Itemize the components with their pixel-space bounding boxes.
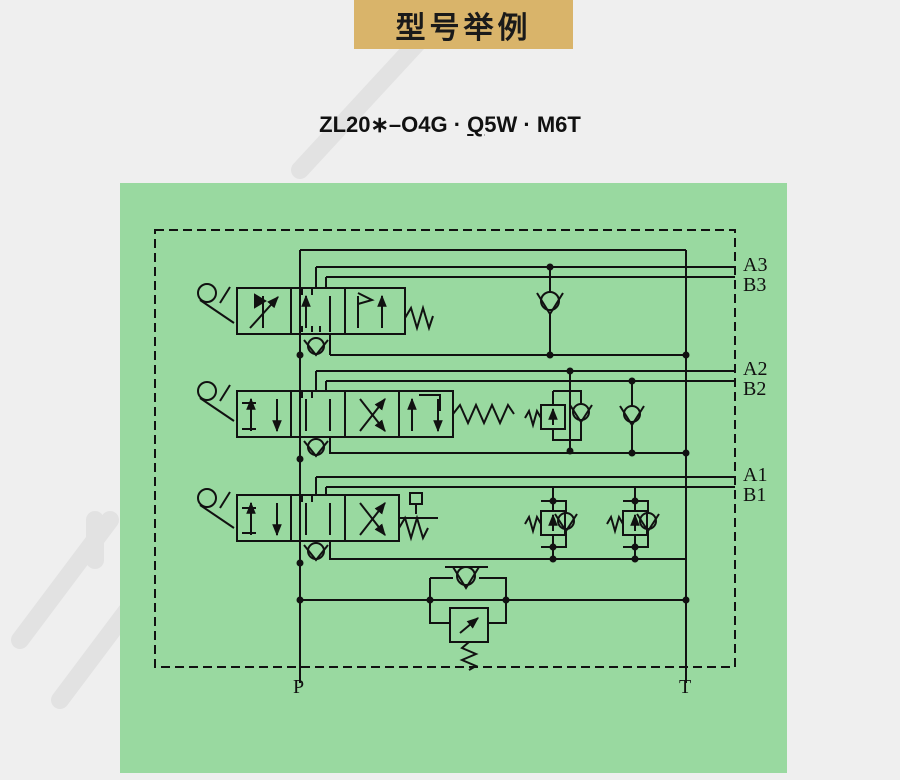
detent-1-icon — [409, 492, 423, 505]
check-valve-3b-icon — [540, 291, 560, 311]
model-underlined: Q — [467, 112, 485, 137]
check-valve-1a-icon — [307, 542, 325, 560]
inlet-relief-section — [429, 566, 507, 671]
handle-3-icon — [197, 283, 217, 303]
handle-1-icon — [197, 488, 217, 508]
model-prefix: ZL20 — [319, 112, 371, 137]
spool-2-box-4 — [398, 390, 454, 438]
check-valve-2c-icon — [623, 405, 641, 423]
model-seg2: 5W · M6T — [484, 112, 581, 137]
spring-1-icon — [398, 514, 429, 542]
port-label-a2: A2 — [743, 358, 767, 380]
port-label-b2: B2 — [743, 378, 766, 400]
junction-dots — [296, 263, 690, 604]
title-banner: 型号举例 — [354, 0, 573, 49]
spool-1-box-3 — [344, 494, 400, 542]
spool-3-box-3 — [344, 287, 406, 335]
model-code: ZL20∗–O4G · Q5W · M6T — [0, 112, 900, 138]
model-seg1: –O4G · — [388, 112, 468, 137]
hydraulic-schematic: A3 B3 A2 B2 A1 B1 P T — [154, 229, 767, 698]
model-asterisk: ∗ — [370, 112, 389, 137]
spring-3-icon — [404, 304, 434, 332]
valve-housing-outline — [154, 229, 736, 668]
section-1 — [197, 488, 660, 562]
port-label-p: P — [293, 676, 304, 698]
port-label-a3: A3 — [743, 254, 767, 276]
handle-2-icon — [197, 381, 217, 401]
page-title: 型号举例 — [395, 10, 532, 46]
spool-2-box-1 — [236, 390, 292, 438]
check-valve-3a-icon — [307, 337, 325, 355]
spring-2-icon — [452, 402, 515, 426]
section-3 — [197, 283, 564, 357]
hydraulic-diagram-panel: A3 B3 A2 B2 A1 B1 P T — [120, 183, 787, 773]
section-2 — [197, 373, 645, 458]
spool-1-box-1 — [236, 494, 292, 542]
main-relief-spring-icon — [459, 641, 479, 671]
port-label-a1: A1 — [743, 464, 767, 486]
check-valve-2a-icon — [307, 438, 325, 456]
flow-channels — [299, 249, 735, 683]
port-label-b1: B1 — [743, 484, 766, 506]
port-label-b3: B3 — [743, 274, 766, 296]
port-label-t: T — [679, 676, 691, 698]
